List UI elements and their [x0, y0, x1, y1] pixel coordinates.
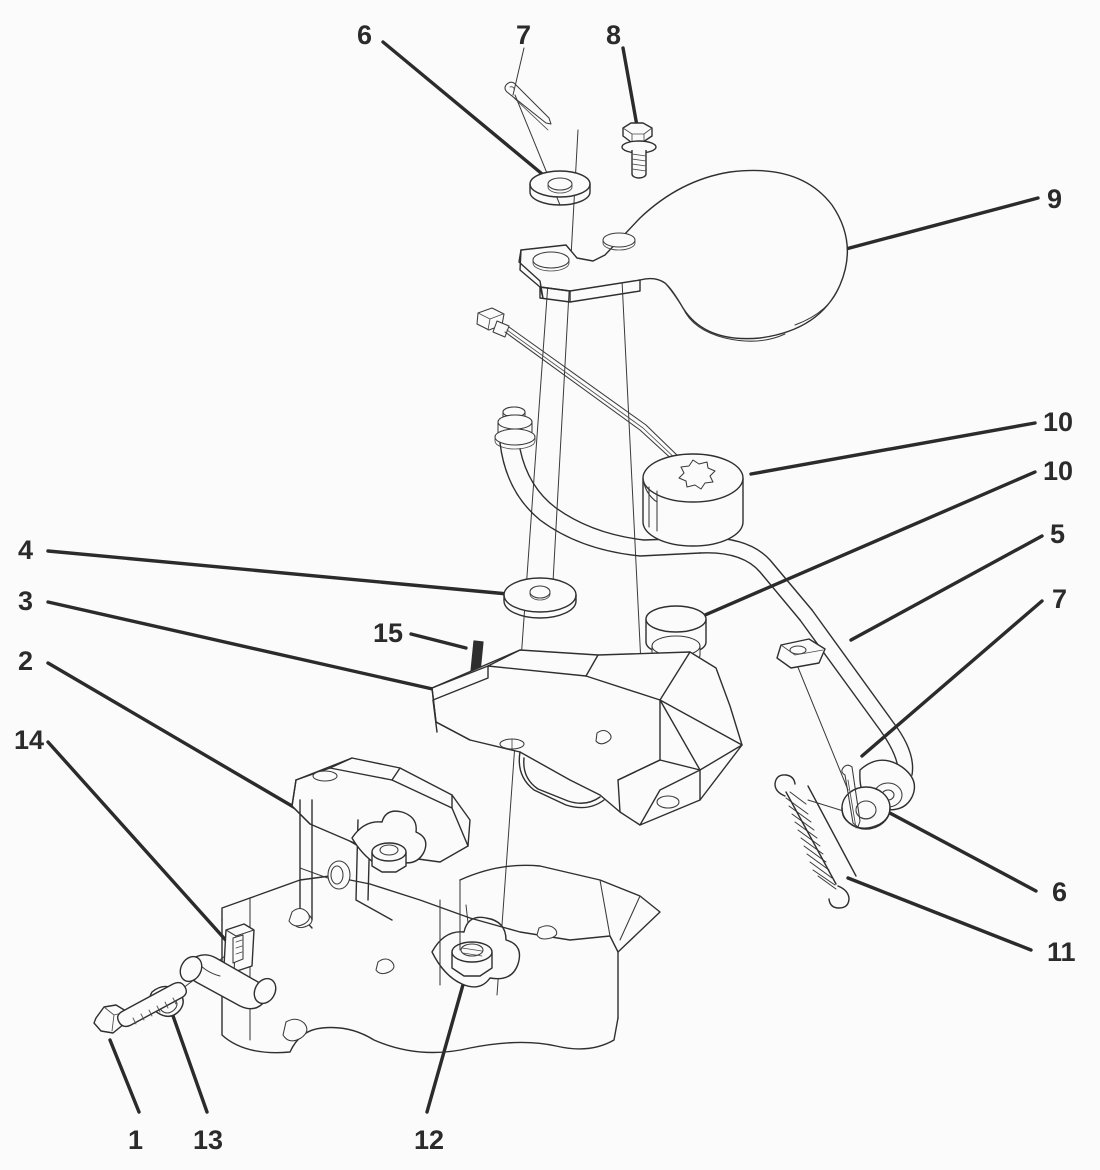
callout-label-13: 13	[193, 1125, 224, 1155]
callout-label-4: 4	[18, 535, 34, 565]
part-7-cotter-pin	[504, 81, 552, 131]
leader-5	[849, 534, 1044, 642]
part-9-cover-plate	[518, 169, 849, 342]
part-11-extension-spring	[774, 774, 857, 909]
part-4-flat-washer-disc	[503, 577, 577, 619]
callout-label-5: 5	[1050, 519, 1066, 549]
wire-harness-connector	[476, 307, 681, 464]
align-line-center	[551, 129, 579, 601]
leader-10-a	[749, 421, 1037, 476]
callout-label-1: 1	[128, 1125, 144, 1155]
leader-3	[46, 600, 439, 692]
part-14-cable-clamp-connector	[179, 923, 277, 1010]
leader-10-b	[680, 470, 1037, 627]
leader-4	[46, 549, 510, 596]
callout-label-15: 15	[373, 618, 404, 648]
leader-6-top	[381, 40, 555, 185]
align-line-boss	[299, 867, 334, 881]
leader-7-top	[512, 47, 525, 96]
spring-coils	[785, 785, 857, 890]
leader-lines	[46, 40, 1044, 1114]
part-8-flange-bolt	[621, 122, 657, 179]
callout-label-10-b: 10	[1043, 456, 1074, 486]
callout-label-6-right: 6	[1052, 877, 1068, 907]
callout-label-11: 11	[1047, 937, 1076, 967]
callout-label-7-right: 7	[1052, 584, 1068, 614]
leader-7-right	[860, 599, 1044, 758]
callout-label-12: 12	[414, 1125, 445, 1155]
leader-6-right	[886, 810, 1038, 893]
part-7-cotter-pin-right	[841, 764, 861, 829]
callout-label-10-a: 10	[1043, 407, 1074, 437]
part-10-splined-bushing-upper	[642, 453, 744, 547]
callout-label-3: 3	[18, 586, 34, 616]
part-1-hex-bolt	[93, 981, 188, 1034]
leader-15	[409, 632, 468, 650]
leader-14	[46, 740, 233, 948]
callout-label-8: 8	[606, 20, 622, 50]
part-12-flange-nut	[431, 916, 521, 988]
callout-label-14: 14	[14, 725, 45, 755]
callout-label-7-top: 7	[516, 20, 532, 50]
leader-11	[846, 876, 1033, 952]
part-3-bracket-plate	[431, 649, 743, 826]
leader-13	[170, 1011, 209, 1114]
part-2-bracket-assembly	[221, 757, 661, 1054]
leader-12	[425, 965, 470, 1114]
part-6-flat-washer-right	[841, 786, 891, 830]
leader-9	[810, 196, 1040, 260]
leader-1	[108, 1038, 141, 1114]
align-line-left	[496, 254, 551, 996]
callout-label-9: 9	[1047, 184, 1063, 214]
align-line-arm	[794, 659, 849, 791]
callout-label-2: 2	[18, 646, 34, 676]
part-6-flat-washer-top	[529, 170, 591, 206]
leader-8	[621, 46, 639, 128]
callout-label-6-top: 6	[357, 20, 373, 50]
